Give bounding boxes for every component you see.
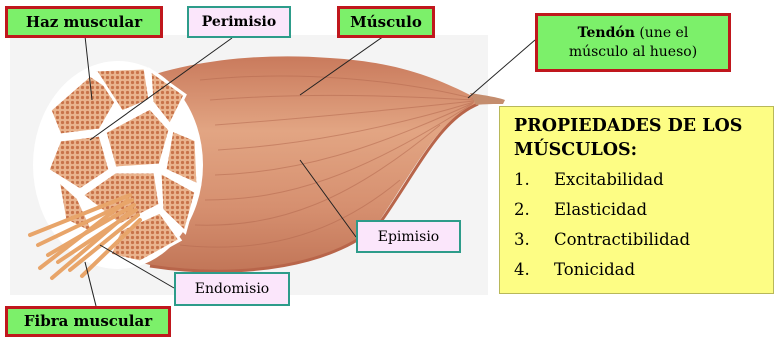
property-item: 4.Tonicidad (514, 255, 763, 285)
property-number: 2. (514, 195, 554, 225)
property-number: 3. (514, 225, 554, 255)
property-number: 4. (514, 255, 554, 285)
tendon-title: Tendón (578, 25, 635, 41)
properties-title: PROPIEDADES DE LOS MÚSCULOS: (514, 115, 763, 162)
property-number: 1. (514, 165, 554, 195)
tendon-note-2: músculo al hueso) (569, 43, 697, 62)
property-item: 3.Contractibilidad (514, 225, 763, 255)
label-fibra-muscular: Fibra muscular (5, 306, 171, 337)
label-perimisio: Perimisio (187, 6, 291, 38)
property-item: 1.Excitabilidad (514, 165, 763, 195)
label-tendon: Tendón (une el músculo al hueso) (535, 13, 731, 72)
label-endomisio: Endomisio (174, 272, 290, 306)
property-text: Tonicidad (554, 255, 635, 285)
tendon-note-1: (une el (639, 25, 688, 41)
property-text: Elasticidad (554, 195, 647, 225)
label-musculo: Músculo (337, 6, 435, 38)
properties-list: 1.Excitabilidad 2.Elasticidad 3.Contract… (514, 165, 763, 285)
properties-box: PROPIEDADES DE LOS MÚSCULOS: 1.Excitabil… (499, 106, 774, 294)
property-item: 2.Elasticidad (514, 195, 763, 225)
label-haz-muscular: Haz muscular (5, 6, 163, 38)
property-text: Contractibilidad (554, 225, 690, 255)
property-text: Excitabilidad (554, 165, 664, 195)
label-epimisio: Epimisio (356, 220, 461, 253)
tendon-line-1: Tendón (une el (578, 24, 689, 43)
